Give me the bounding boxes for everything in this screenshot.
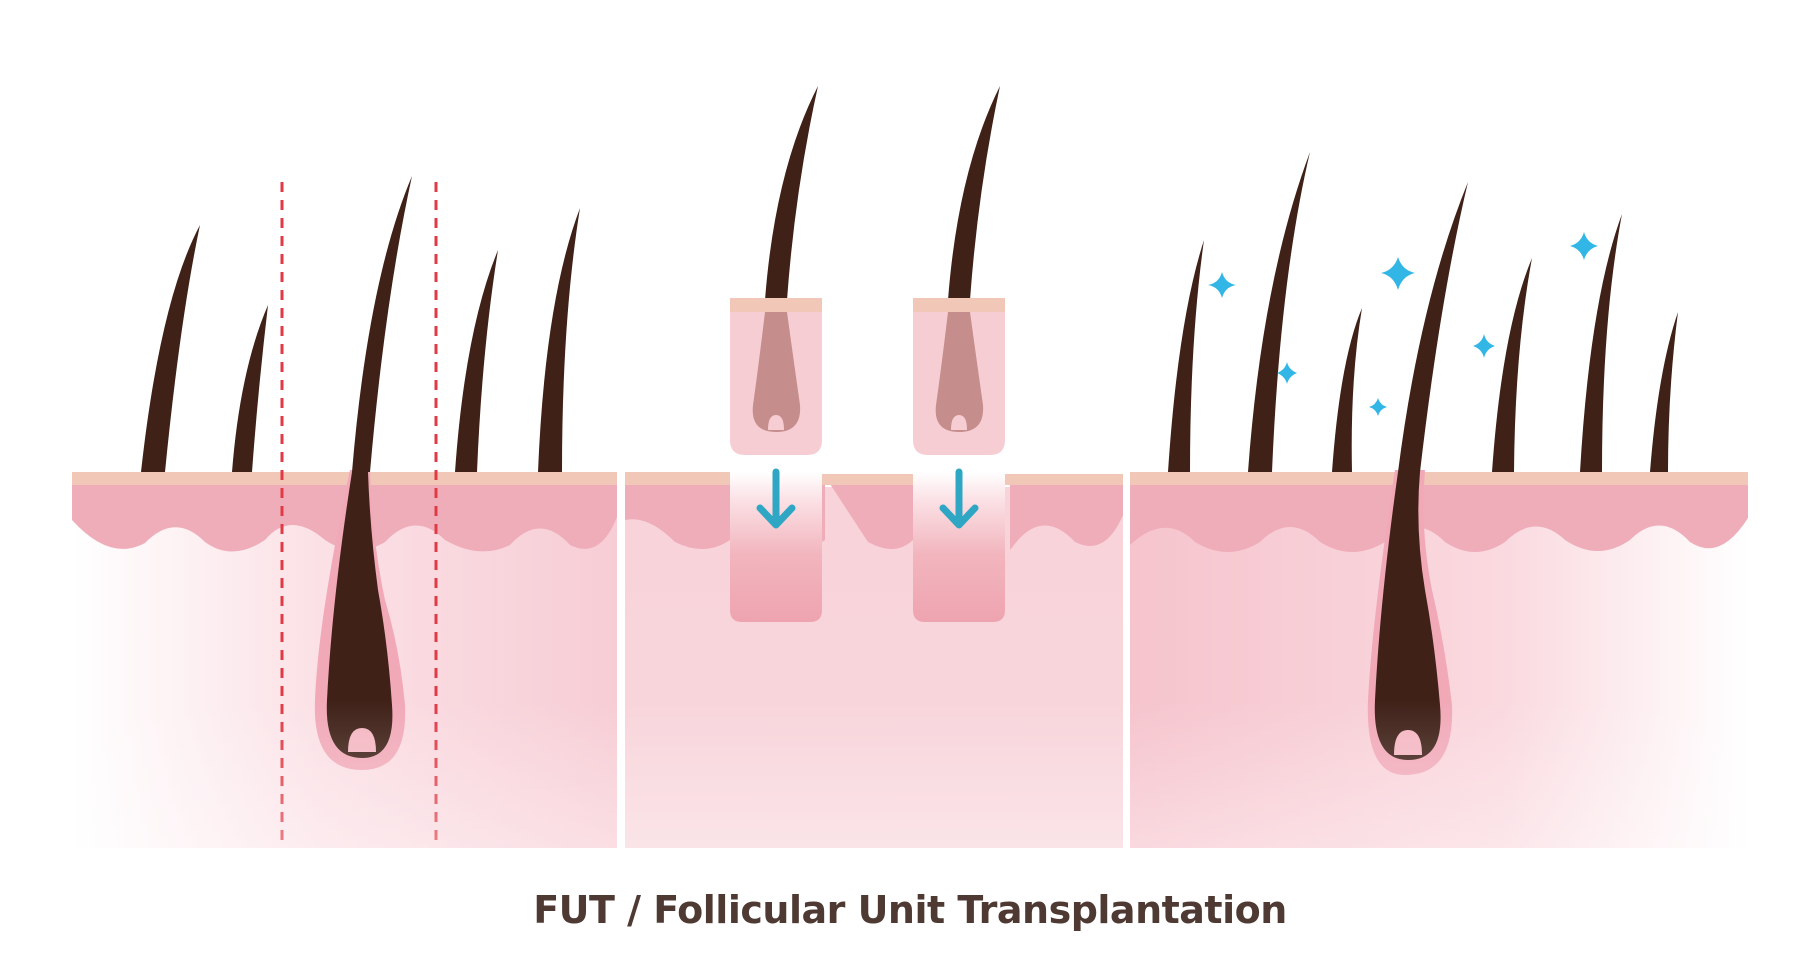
skin-fade: [72, 700, 1748, 848]
skin-surface: [625, 472, 730, 485]
graft-hair: [765, 86, 818, 300]
down-arrow-icon: [756, 468, 796, 529]
epidermis: [1130, 484, 1748, 552]
skin-surface: [822, 474, 913, 485]
hair-strand: [1492, 258, 1532, 472]
hair-strand: [352, 176, 412, 472]
hair-strand: [1332, 308, 1362, 472]
graft-root: [752, 312, 801, 432]
follicle-graft: [730, 86, 822, 455]
hair-root: [1374, 472, 1441, 760]
hair-strand: [141, 225, 200, 472]
graft-hair: [948, 86, 1000, 300]
recipient-site: [913, 472, 1005, 622]
hair-strand: [1580, 214, 1622, 472]
diagram-caption: FUT / Follicular Unit Transplantation: [533, 888, 1287, 932]
sparkle-icon: [1208, 232, 1598, 416]
hair-root: [326, 472, 393, 758]
hair-strand: [538, 208, 580, 472]
hair-strand: [1168, 240, 1204, 472]
hair-strand: [1398, 182, 1468, 472]
recipient-site: [730, 472, 822, 622]
panel-donor-area: [72, 176, 617, 848]
hair-strand: [1650, 312, 1678, 472]
down-arrow-icon: [939, 468, 979, 529]
hair-strand: [1248, 152, 1310, 472]
skin-surface: [1130, 472, 1748, 485]
skin-surface: [1005, 474, 1123, 485]
follicle-graft: [913, 86, 1005, 455]
hair-strand: [232, 305, 268, 472]
skin-surface: [72, 472, 617, 485]
hair-strand: [455, 250, 498, 472]
graft-root: [935, 312, 984, 432]
